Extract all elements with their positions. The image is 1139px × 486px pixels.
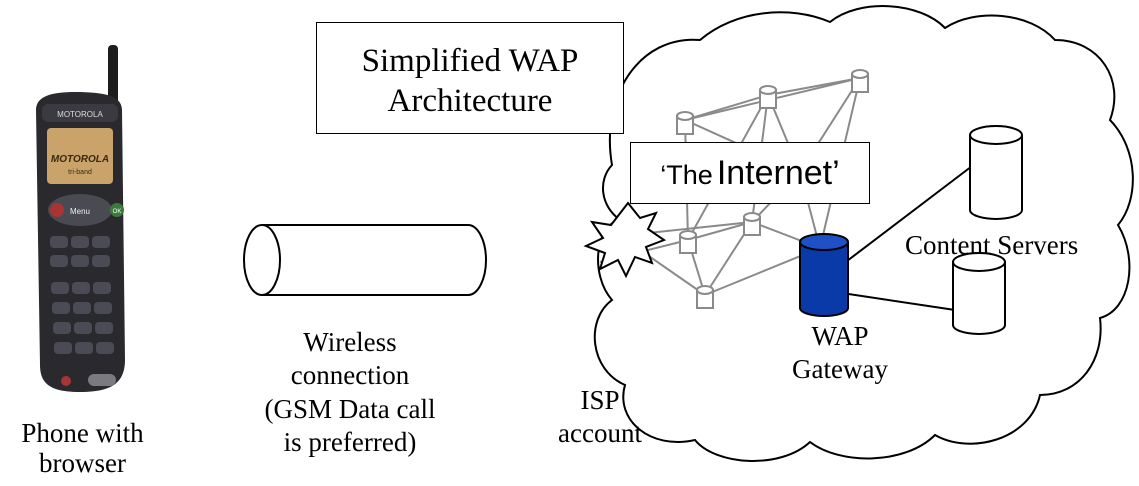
phone-caption-line-1: Phone with: [21, 418, 144, 448]
mesh-node: [679, 230, 697, 254]
isp-caption-line-2: account: [558, 418, 642, 449]
mesh-node: [696, 285, 714, 309]
internet-label-prefix: ‘The: [660, 160, 713, 190]
phone-screen-sub: tri-band: [68, 169, 92, 176]
phone-caption-line-2: browser: [39, 448, 126, 479]
wireless-caption-line-4: is preferred): [283, 427, 417, 458]
phone-menu-key: Menu: [70, 207, 90, 216]
mesh-node: [676, 111, 694, 135]
title-box: Simplified WAP Architecture: [316, 22, 624, 134]
internet-label-box: ‘The Internet’: [630, 142, 870, 204]
internet-cloud: [593, 5, 1134, 462]
wireless-connection-icon: [243, 224, 487, 296]
mesh-node: [759, 85, 777, 109]
content-server-bottom: [952, 252, 1006, 335]
wireless-caption-line-1: Wireless: [303, 327, 397, 357]
isp-caption: ISP account: [545, 384, 655, 451]
wireless-caption-line-3: (GSM Data call: [264, 393, 436, 424]
gateway-label-line-2: Gateway: [792, 353, 888, 384]
title-line-2: Architecture: [387, 83, 553, 120]
wap-gateway-label: WAP Gateway: [770, 320, 910, 386]
mesh-node: [851, 69, 869, 93]
content-server-top: [969, 125, 1023, 220]
wireless-caption: Wireless connection (GSM Data call is pr…: [245, 326, 455, 460]
title-line-1: Simplified WAP: [361, 43, 579, 79]
wireless-caption-line-2: connection: [290, 360, 410, 391]
isp-caption-line-1: ISP: [580, 385, 620, 415]
isp-connection-burst-icon: [583, 201, 667, 279]
internet-label-word: Internet’: [716, 154, 840, 192]
phone-ok-key: OK: [113, 209, 122, 215]
mesh-node: [743, 212, 761, 236]
content-servers-label: Content Servers: [905, 230, 1079, 260]
phone-screen-brand: MOTOROLA: [51, 154, 109, 165]
phone-brand: MOTOROLA: [57, 110, 103, 119]
phone-caption: Phone with browser: [10, 418, 155, 478]
wap-gateway-icon: [799, 233, 849, 317]
phone-icon: MOTOROLA MOTOROLA tri-band Menu OK: [36, 45, 125, 392]
gateway-label-line-1: WAP: [811, 321, 869, 351]
